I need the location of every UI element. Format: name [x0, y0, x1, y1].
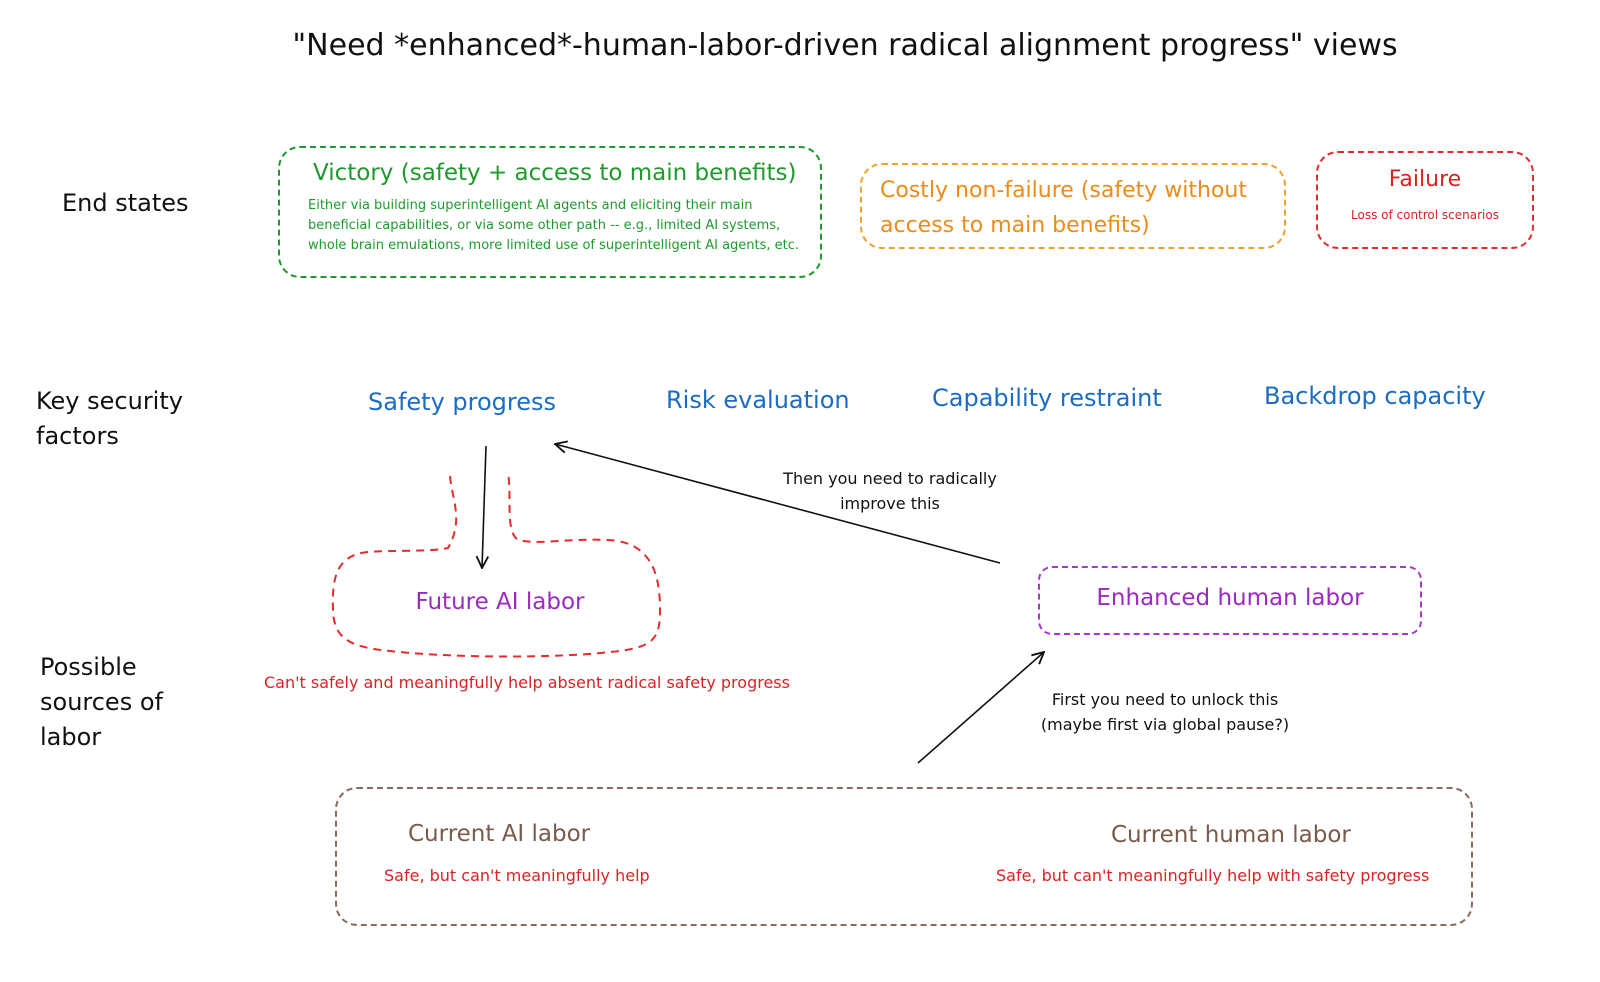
factor-safety-progress: Safety progress	[368, 388, 557, 416]
victory-title: Victory (safety + access to main benefit…	[313, 160, 797, 186]
row-label-possible-sources: Possible sources of labor	[40, 653, 163, 751]
victory-box: Victory (safety + access to main benefit…	[278, 146, 822, 278]
current-labor-box: Current AI labor Safe, but can't meaning…	[335, 787, 1473, 926]
enhanced-human-labor-title: Enhanced human labor	[1096, 585, 1364, 611]
row-label-end-states: End states	[62, 189, 189, 217]
future-ai-labor-caption: Can't safely and meaningfully help absen…	[264, 673, 790, 692]
victory-description: Either via building superintelligent AI …	[308, 198, 800, 253]
annotation-radically-improve: Then you need to radically improve this	[783, 469, 997, 513]
row-label-key-security-factors: Key security factors	[36, 387, 183, 450]
failure-title: Failure	[1388, 167, 1462, 192]
failure-description: Loss of control scenarios	[1351, 208, 1499, 222]
annotation-unlock: First you need to unlock this (maybe fir…	[1040, 690, 1290, 734]
factor-risk-evaluation: Risk evaluation	[666, 386, 850, 414]
arrow-current-to-enhanced	[917, 652, 1044, 764]
factor-backdrop-capacity: Backdrop capacity	[1264, 382, 1486, 410]
current-human-labor-caption: Safe, but can't meaningfully help with s…	[996, 866, 1430, 885]
costly-non-failure-title: Costly non-failure (safety without acces…	[880, 178, 1247, 238]
diagram-title: "Need *enhanced*-human-labor-driven radi…	[292, 28, 1398, 63]
enhanced-human-labor-box: Enhanced human labor	[1038, 566, 1422, 635]
arrow-safety-to-future-ai	[482, 445, 486, 568]
current-ai-labor-caption: Safe, but can't meaningfully help	[384, 866, 650, 885]
costly-non-failure-box: Costly non-failure (safety without acces…	[860, 163, 1286, 249]
current-ai-labor-title: Current AI labor	[408, 821, 591, 847]
current-human-labor-title: Current human labor	[1111, 822, 1351, 848]
failure-box: Failure Loss of control scenarios	[1316, 151, 1534, 249]
future-ai-labor-title: Future AI labor	[415, 589, 585, 615]
factor-capability-restraint: Capability restraint	[932, 384, 1162, 412]
future-ai-labor-shape	[331, 471, 662, 658]
